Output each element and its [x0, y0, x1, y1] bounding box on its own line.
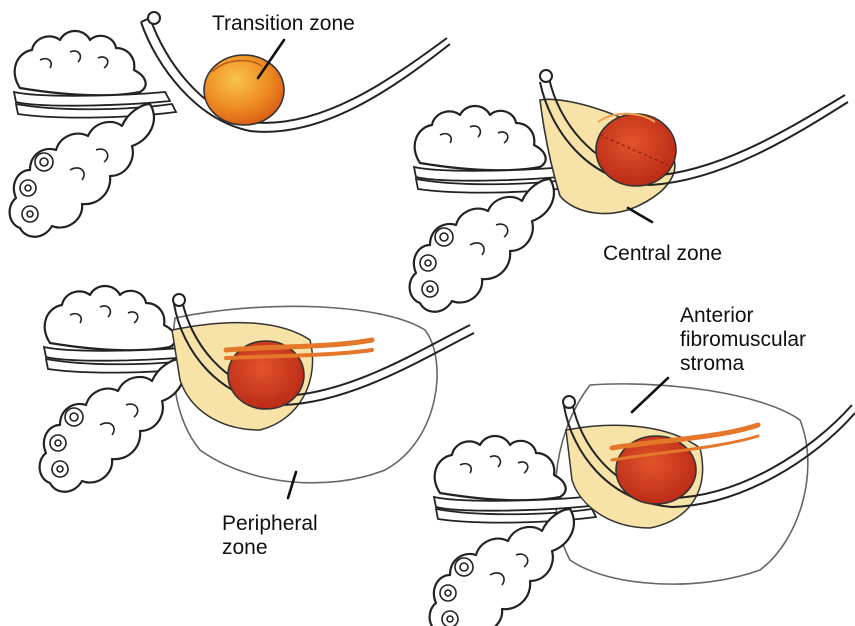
label-anterior-fibromuscular-stroma: Anterior fibromuscular stroma [680, 304, 806, 376]
transition-zone-shape-2 [596, 114, 676, 186]
panel-peripheral-zone [40, 286, 474, 492]
label-peripheral-zone-line1: Peripheral [222, 512, 318, 536]
panel-transition-zone [10, 12, 450, 237]
label-peripheral-zone-line2: zone [222, 536, 318, 560]
label-afs-line2: fibromuscular [680, 328, 806, 352]
panel-anterior-fibromuscular-stroma [430, 384, 855, 626]
label-afs-line3: stroma [680, 352, 806, 376]
label-afs-line1: Anterior [680, 304, 806, 328]
label-transition-zone: Transition zone [212, 12, 355, 36]
label-central-zone: Central zone [603, 242, 722, 266]
panel-central-zone [410, 70, 848, 312]
leader-central-zone [628, 208, 652, 222]
label-peripheral-zone: Peripheral zone [222, 512, 318, 560]
transition-zone-shape-1 [204, 55, 284, 125]
